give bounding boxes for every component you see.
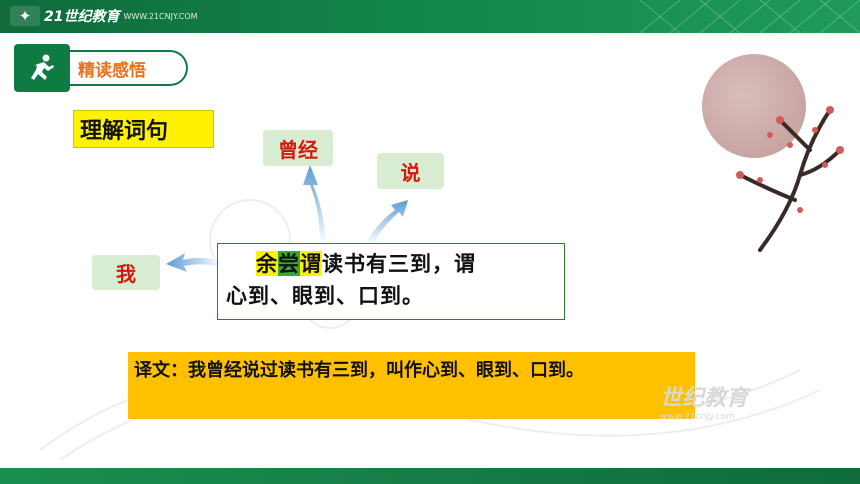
arrow-to-shuo xyxy=(365,200,408,245)
section-title-text: 理解词句 xyxy=(80,119,169,144)
word-zengjing-text: 曾经 xyxy=(278,137,318,162)
word-shuo: 说 xyxy=(377,153,444,189)
bottom-banner xyxy=(0,468,860,484)
section-label-text: 精读感悟 xyxy=(78,60,146,81)
classical-sentence: 余尝谓读书有三到，谓 心到、眼到、口到。 xyxy=(217,243,565,320)
sentence-line-1-rest: 读书有三到，谓 xyxy=(322,251,476,276)
section-icon xyxy=(14,44,70,92)
section-title: 理解词句 xyxy=(73,110,214,148)
watermark-sub: www.21cnjy.com xyxy=(660,412,735,422)
translation-box: 译文：我曾经说过读书有三到，叫作心到、眼到、口到。 xyxy=(128,352,695,419)
logo-subtext: WWW.21CNJY.COM xyxy=(123,11,198,21)
translation-text: 译文：我曾经说过读书有三到，叫作心到、眼到、口到。 xyxy=(134,360,584,381)
word-shuo-text: 说 xyxy=(400,160,421,185)
sentence-line-2: 心到、眼到、口到。 xyxy=(226,283,424,308)
top-banner: ✦ 21世纪教育 WWW.21CNJY.COM xyxy=(0,0,860,33)
moon-circle xyxy=(702,54,806,158)
sentence-line-1: 余尝谓读书有三到，谓 xyxy=(226,248,558,280)
arrow-to-wo xyxy=(166,253,222,272)
runner-logo-icon: ✦ xyxy=(10,6,40,26)
section-label: 精读感悟 xyxy=(62,50,188,86)
plum-blossom-branch-icon xyxy=(736,106,844,252)
highlight-chang: 尝 xyxy=(278,251,300,276)
watermark: 世纪教育 www.21cnjy.com xyxy=(660,380,748,422)
logo-text: 21世纪教育 xyxy=(44,9,120,25)
runner-icon xyxy=(31,54,54,80)
word-wo-text: 我 xyxy=(116,262,136,286)
site-logo[interactable]: ✦ 21世纪教育 WWW.21CNJY.COM xyxy=(10,4,198,28)
word-wo: 我 xyxy=(92,255,160,290)
watermark-main: 世纪教育 xyxy=(660,386,749,411)
highlight-yu: 余 xyxy=(256,251,278,276)
word-zengjing: 曾经 xyxy=(263,130,333,166)
highlight-wei: 谓 xyxy=(300,251,322,276)
arrow-to-zengjing xyxy=(303,165,326,245)
banner-decoration xyxy=(639,0,860,33)
